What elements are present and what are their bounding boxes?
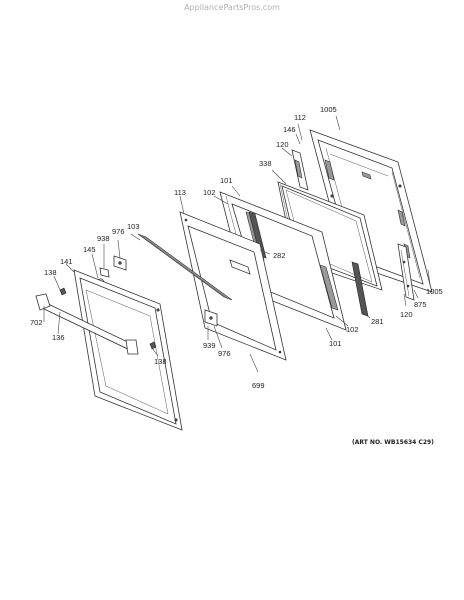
callout-136: 136 — [52, 333, 65, 342]
hinge-281 — [351, 261, 369, 317]
callout-699: 699 — [252, 381, 265, 390]
callout-141: 141 — [60, 257, 73, 266]
screw-138-left — [59, 287, 67, 296]
callout-102-upper: 102 — [203, 188, 216, 197]
callout-138-right: 138 — [154, 357, 167, 366]
watermark: AppliancePartsPros.com — [184, 3, 280, 12]
right-hinge — [397, 243, 415, 301]
leader-lines — [43, 115, 431, 373]
callout-338: 338 — [259, 159, 272, 168]
callout-145: 145 — [83, 245, 96, 254]
callout-102-lower: 102 — [346, 325, 359, 334]
callout-120-lower: 120 — [400, 310, 413, 319]
callout-1005-top: 1005 — [320, 105, 337, 114]
art-number: (ART NO. WB15634 C29) — [352, 439, 434, 446]
callout-labels: 1005 112 146 120 338 101 102 113 976 103… — [30, 105, 443, 390]
callout-112: 112 — [294, 113, 306, 122]
screw-138-right — [149, 341, 157, 350]
bracket-976-lower — [204, 309, 218, 327]
upper-hinge — [291, 149, 309, 191]
vent-channel — [137, 233, 233, 301]
callout-1005-lower: 1005 — [426, 287, 443, 296]
callout-101-lower: 101 — [329, 339, 342, 348]
callout-976-upper: 976 — [112, 227, 125, 236]
door-handle — [35, 293, 139, 355]
callout-138-left: 138 — [44, 268, 57, 277]
callout-101-upper: 101 — [220, 176, 233, 185]
middle-panel — [179, 211, 287, 361]
callout-281: 281 — [371, 317, 384, 326]
callout-938: 938 — [97, 234, 110, 243]
callout-113: 113 — [174, 188, 186, 197]
callout-146: 146 — [283, 125, 296, 134]
callout-939: 939 — [203, 341, 216, 350]
bracket-938 — [99, 267, 110, 278]
callout-976-lower: 976 — [218, 349, 231, 358]
callout-702: 702 — [30, 318, 43, 327]
bracket-976-upper — [113, 255, 127, 271]
callout-120-upper: 120 — [276, 140, 289, 149]
callout-282: 282 — [273, 251, 286, 260]
callout-103: 103 — [127, 222, 140, 231]
callout-875: 875 — [414, 300, 427, 309]
